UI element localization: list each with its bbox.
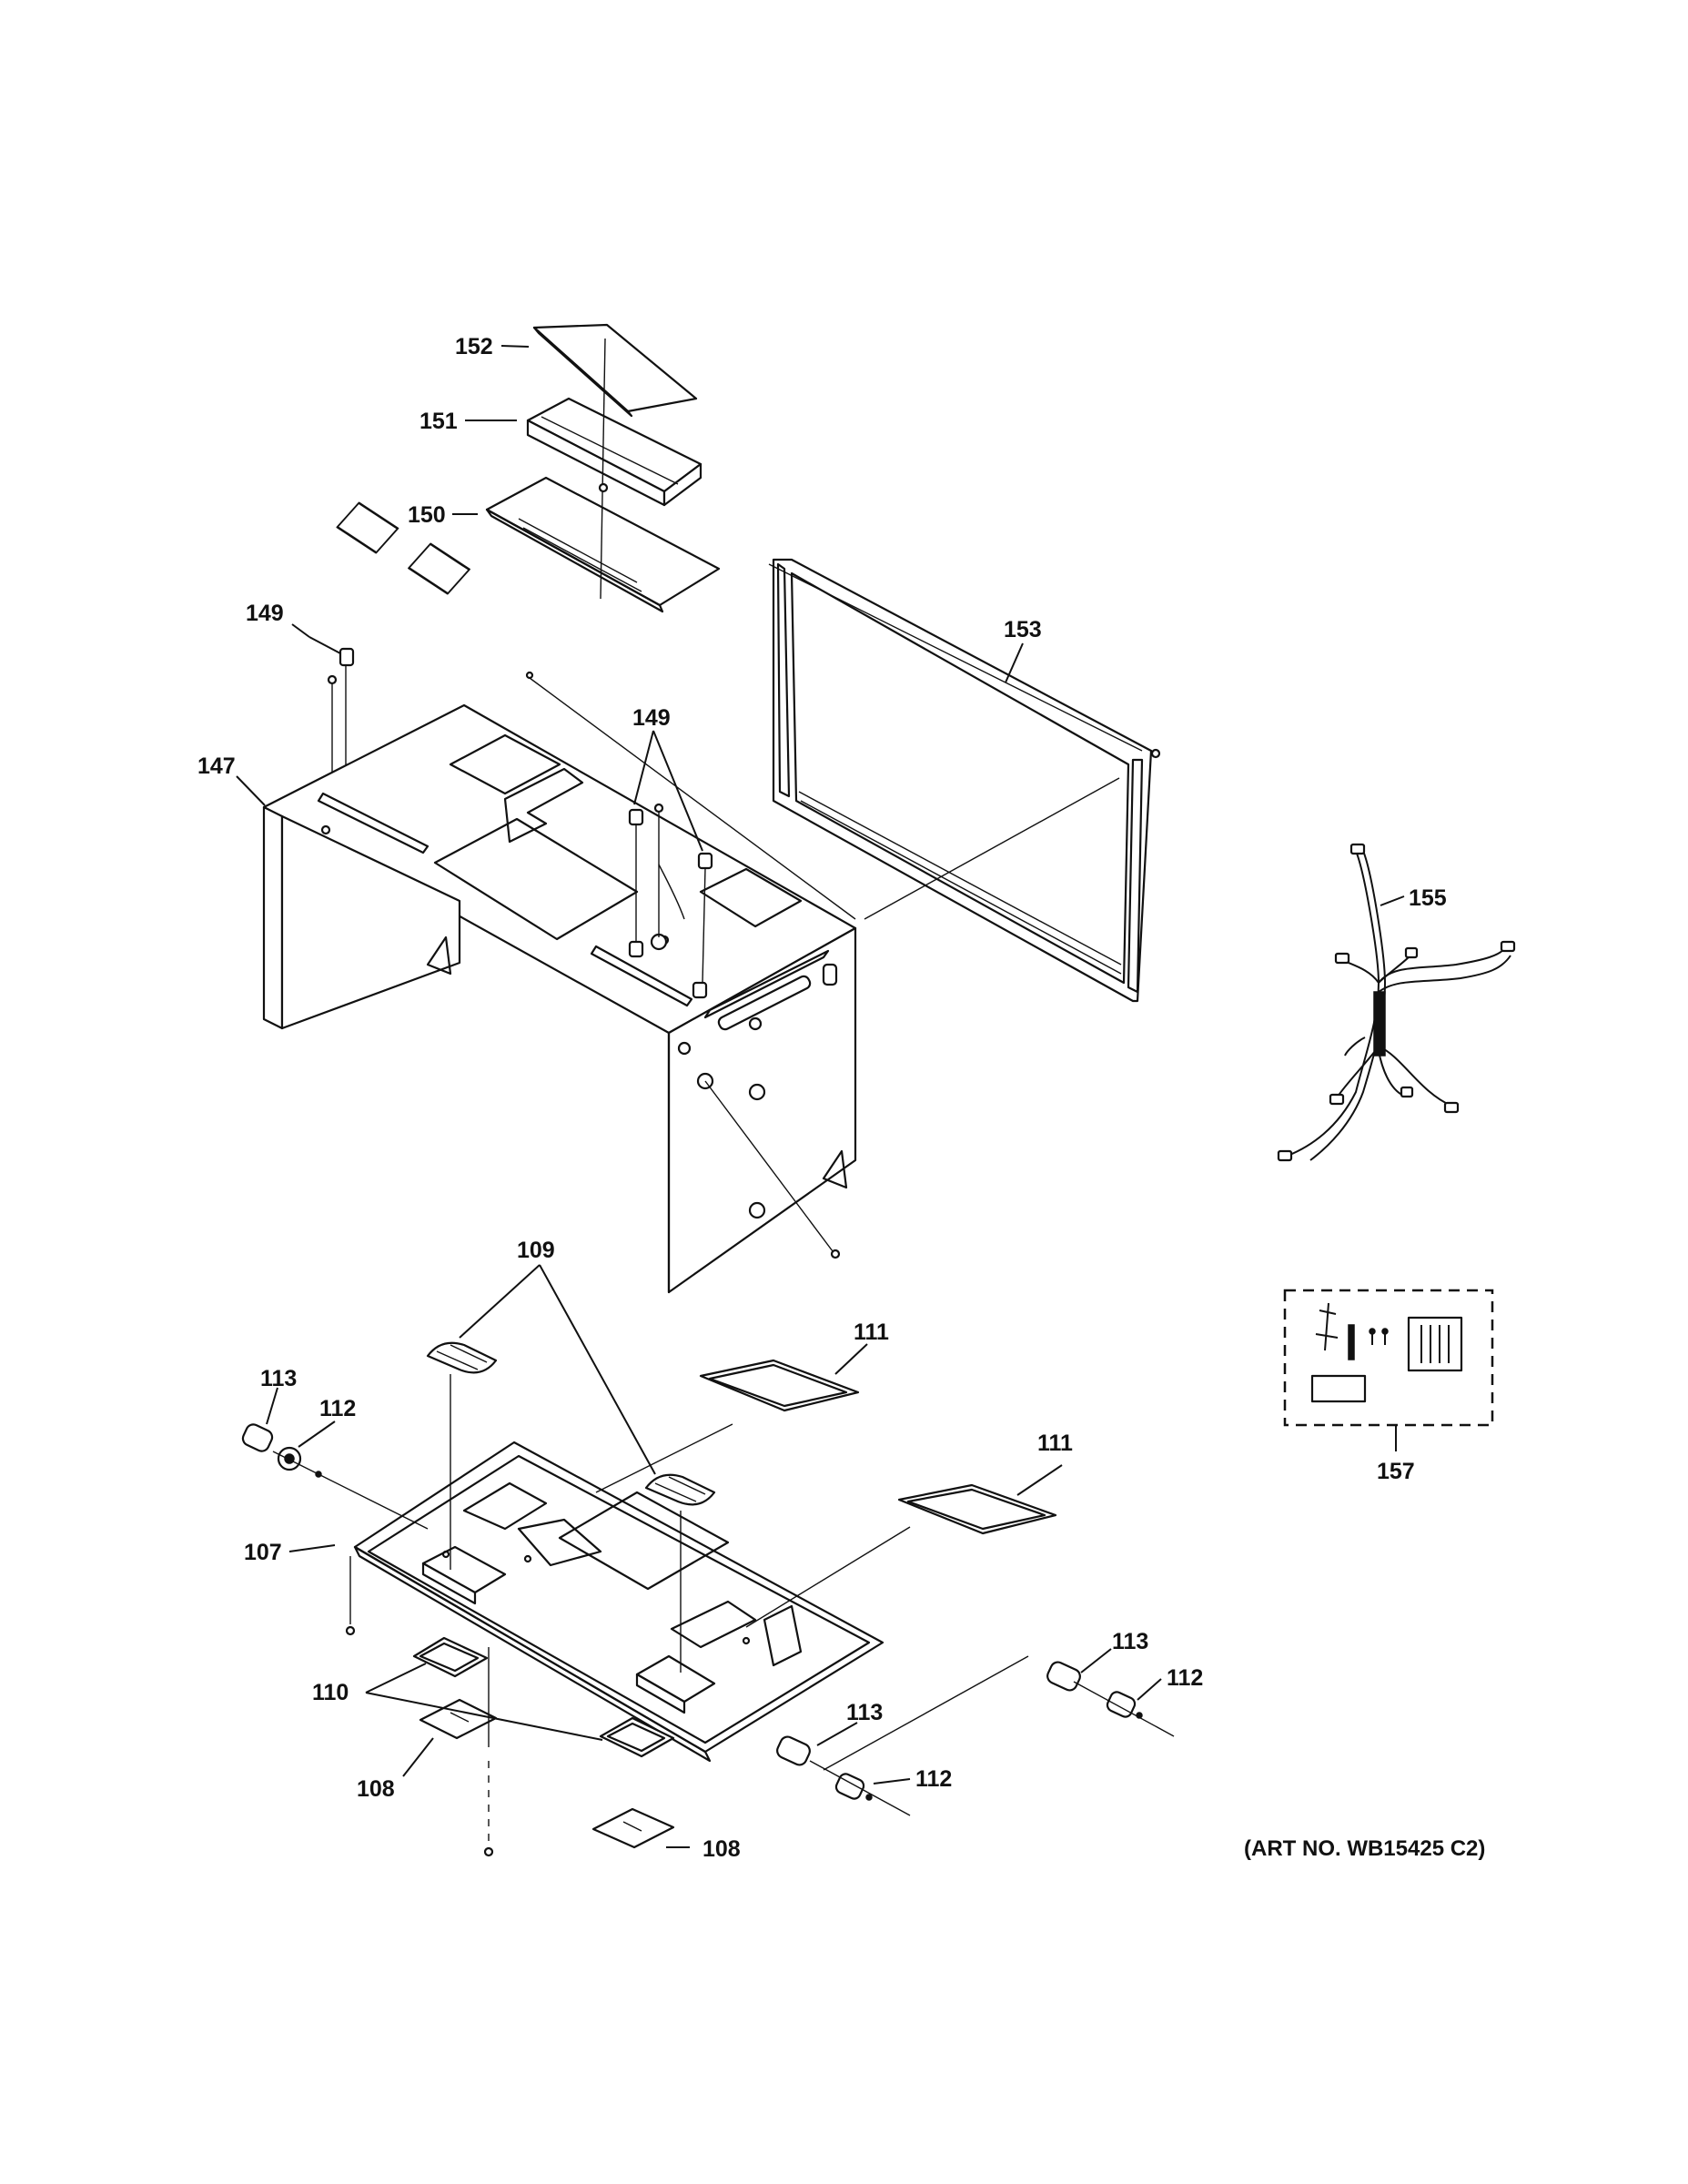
- part-151-duct: [526, 397, 702, 507]
- leader-line: [500, 345, 530, 348]
- art-number: (ART NO. WB15425 C2): [1244, 1836, 1485, 1861]
- screw-icon: [1136, 1712, 1143, 1719]
- callout-111-top: 111: [854, 1320, 889, 1345]
- callout-112-left: 112: [319, 1396, 356, 1421]
- leader-line: [266, 1387, 278, 1425]
- callout-153: 153: [1004, 617, 1042, 642]
- part-113-holder-left: [241, 1423, 274, 1452]
- callout-107: 107: [244, 1540, 282, 1565]
- leader-line: [864, 777, 1120, 920]
- part-155-wire-harness: [1277, 843, 1516, 1162]
- part-109-roller-left: [426, 1341, 498, 1374]
- callout-111-right: 111: [1037, 1431, 1073, 1456]
- part-111-filter-right: [897, 1483, 1057, 1535]
- leader-line: [1380, 895, 1405, 906]
- screw-icon: [830, 1249, 841, 1259]
- callout-109: 109: [517, 1238, 555, 1263]
- part-108-lens-right: [591, 1807, 675, 1849]
- part-152-cover: [532, 323, 698, 418]
- part-112-bulb-right-upper: [1106, 1691, 1137, 1718]
- leader-line: [365, 1663, 427, 1694]
- part-157-hardware-kit: [1283, 1289, 1494, 1427]
- callout-113-left: 113: [260, 1366, 297, 1391]
- leader-line: [539, 1264, 656, 1475]
- callout-155: 155: [1409, 885, 1447, 911]
- part-153-frame: [772, 558, 1153, 1003]
- part-112-bulb-right-lower: [834, 1773, 865, 1800]
- callout-151: 151: [419, 409, 458, 434]
- leader-line: [459, 1264, 541, 1339]
- part-110-mount-right: [599, 1716, 675, 1758]
- leader-line: [1016, 1464, 1063, 1496]
- screw-icon: [327, 674, 338, 685]
- leader-line: [236, 775, 266, 806]
- leader-line: [633, 730, 654, 805]
- part-110-mount-left: [412, 1636, 489, 1678]
- leader-line: [365, 1692, 603, 1741]
- leader-line: [658, 864, 685, 920]
- callout-152: 152: [455, 334, 493, 359]
- leader-line: [298, 1421, 336, 1448]
- callout-113-right-upper: 113: [1112, 1629, 1148, 1654]
- leader-line: [823, 1655, 1029, 1771]
- part-149-clip-left: [308, 636, 355, 667]
- screw-icon: [598, 482, 609, 493]
- part-112-bulb-left: [277, 1446, 302, 1471]
- part-149-clips-center: [628, 803, 713, 999]
- part-150-plate: [336, 476, 721, 613]
- screw-icon: [483, 1846, 494, 1857]
- leader-line: [529, 677, 856, 920]
- screw-icon: [345, 1625, 356, 1636]
- leader-line: [595, 1423, 733, 1493]
- part-147-cabinet: [262, 703, 857, 1294]
- callout-113-right-lower: 113: [846, 1700, 883, 1725]
- leader-line: [702, 867, 706, 984]
- callout-149-center: 149: [632, 705, 671, 731]
- leader-line: [1137, 1678, 1162, 1701]
- leader-stack-axis: [600, 338, 606, 600]
- leader-line: [652, 730, 703, 852]
- part-107-bottom-plate: [353, 1441, 884, 1763]
- screw-icon: [1150, 748, 1161, 759]
- part-111-filter-top: [699, 1359, 860, 1412]
- leader-line: [272, 1451, 429, 1530]
- callout-150: 150: [408, 502, 446, 528]
- part-113-holder-right-lower: [776, 1735, 811, 1766]
- callout-112-right-upper: 112: [1167, 1665, 1203, 1691]
- callout-149-left: 149: [246, 601, 284, 626]
- leader-line: [834, 1343, 868, 1375]
- leader-line: [809, 1760, 911, 1816]
- leader-line: [816, 1722, 858, 1746]
- part-109-roller-right: [644, 1473, 716, 1506]
- callout-147: 147: [197, 753, 236, 779]
- screw-icon: [315, 1471, 322, 1478]
- leader-line: [1073, 1681, 1175, 1737]
- leader-line: [288, 1544, 336, 1552]
- callout-108-right: 108: [702, 1836, 741, 1862]
- callout-112-right-lower: 112: [915, 1766, 952, 1792]
- screw-icon: [525, 671, 534, 680]
- leader-line: [745, 1526, 911, 1628]
- leader-line: [1005, 642, 1024, 683]
- leader-line: [873, 1778, 911, 1785]
- callout-108-left: 108: [357, 1776, 395, 1802]
- leader-line: [402, 1737, 434, 1777]
- callout-157: 157: [1377, 1459, 1415, 1484]
- leader-line: [291, 623, 310, 638]
- screw-icon: [865, 1794, 873, 1801]
- leader-line: [704, 1080, 834, 1252]
- leader-line: [1080, 1648, 1112, 1673]
- part-113-holder-right-upper: [1046, 1661, 1081, 1692]
- leader-line: [768, 563, 1143, 752]
- callout-110: 110: [312, 1680, 349, 1705]
